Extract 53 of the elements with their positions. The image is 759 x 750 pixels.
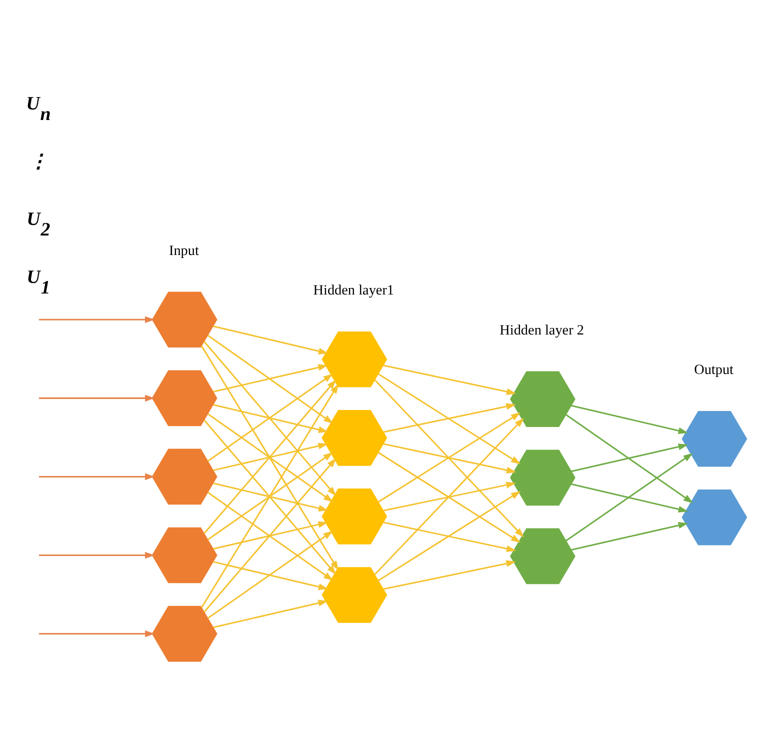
arrow [383, 522, 516, 552]
arrow [213, 364, 328, 393]
node-hexagon [152, 448, 218, 505]
arrow [204, 379, 336, 534]
label: Output [694, 362, 734, 378]
arrow [200, 384, 339, 608]
arrow [207, 530, 333, 619]
arrow [207, 334, 334, 424]
arrow [207, 452, 333, 540]
arrow [378, 373, 521, 464]
arrow [213, 521, 328, 550]
arrow [213, 325, 328, 354]
arrow [378, 490, 521, 582]
arrow [378, 452, 521, 543]
arrow [204, 340, 336, 496]
arrow [374, 418, 524, 575]
label: ⋮ [28, 151, 48, 172]
arrow [207, 374, 333, 462]
arrow [213, 482, 328, 512]
arrow [38, 473, 155, 480]
arrow [213, 600, 328, 628]
arrow [204, 420, 336, 575]
arrow [207, 413, 334, 502]
arrow [200, 345, 339, 571]
arrow [383, 403, 516, 433]
arrow [571, 444, 688, 472]
label: Hidden layer 2 [500, 322, 584, 338]
arrow [374, 380, 524, 538]
node-hexagon [152, 606, 218, 662]
arrow [38, 552, 155, 559]
node-hexagon [152, 292, 218, 348]
arrow [571, 404, 688, 434]
arrow [383, 364, 516, 395]
arrow [571, 522, 688, 551]
arrow [571, 483, 688, 513]
arrow [213, 442, 328, 472]
arrow [38, 630, 155, 638]
label: Hidden layer1 [313, 282, 394, 299]
label: Input [168, 242, 199, 259]
arrow [566, 453, 693, 542]
arrow [204, 458, 336, 613]
arrow [383, 560, 516, 590]
arrow [378, 412, 521, 503]
arrow [207, 492, 334, 581]
arrow [565, 414, 694, 504]
arrow [38, 316, 155, 324]
arrow [38, 394, 155, 402]
arrow [383, 482, 516, 512]
arrow [383, 443, 516, 474]
node-hexagon [152, 527, 218, 584]
arrow [213, 561, 328, 590]
arrow [213, 404, 328, 434]
node-hexagon [152, 370, 218, 426]
